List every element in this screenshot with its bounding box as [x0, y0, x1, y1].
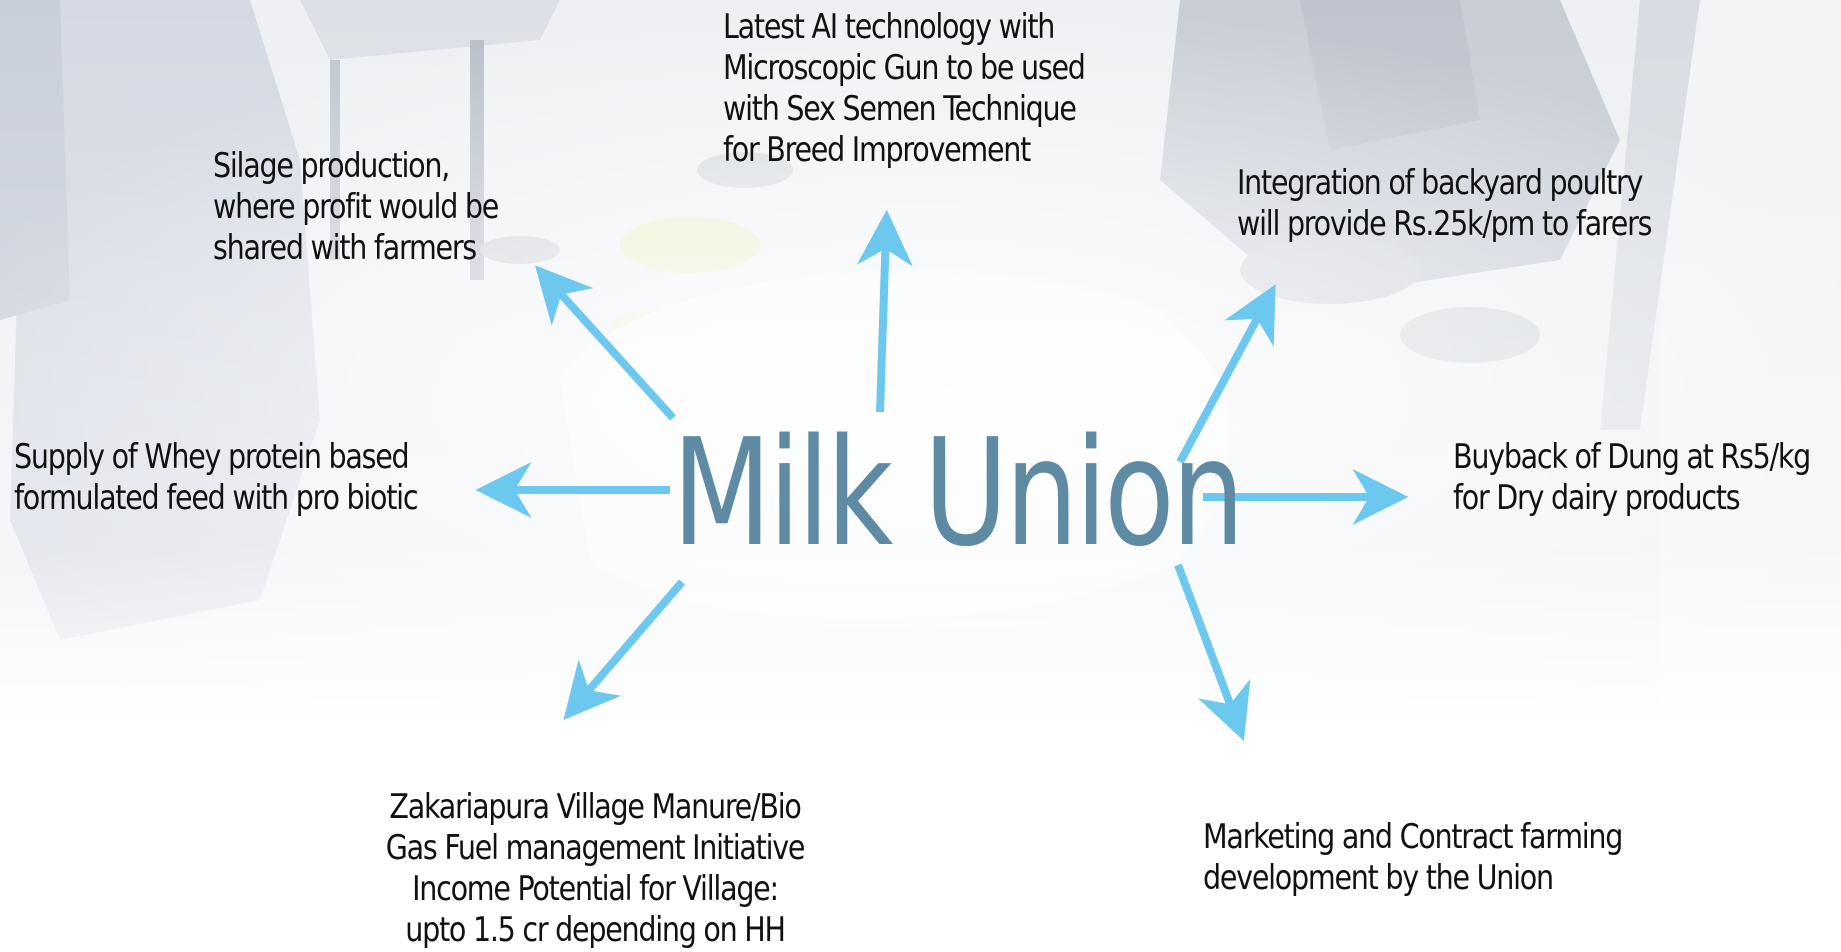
node-backyard-poultry: Integration of backyard poultry will pro…: [1237, 163, 1652, 244]
node-ai-technology: Latest AI technology with Microscopic Gu…: [723, 7, 1086, 170]
node-dung-buyback: Buyback of Dung at Rs5/kg for Dry dairy …: [1453, 437, 1811, 518]
node-silage-production: Silage production, where profit would be…: [213, 146, 499, 268]
node-village-manure-biogas: Zakariapura Village Manure/Bio Gas Fuel …: [385, 787, 806, 950]
node-marketing-contract-farming: Marketing and Contract farming developme…: [1203, 817, 1623, 898]
center-title: Milk Union: [672, 407, 1245, 579]
background-photo: [0, 0, 1841, 730]
node-whey-protein-feed: Supply of Whey protein based formulated …: [14, 437, 419, 518]
